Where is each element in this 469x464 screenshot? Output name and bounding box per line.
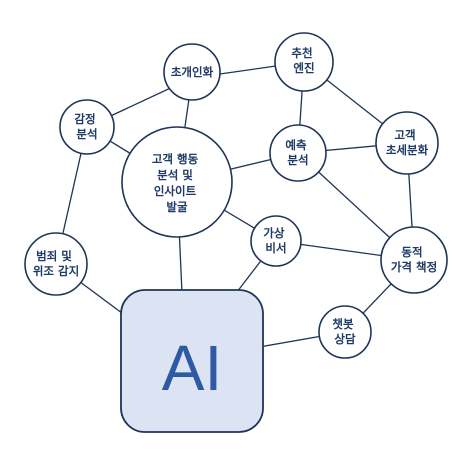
node-behavior-line-3: 인사이트 — [154, 184, 197, 198]
ai-hub-box — [120, 289, 264, 433]
node-prediction-line-1: 예측 — [285, 138, 307, 152]
node-fraud-label: 범죄 및 위조 감지 — [33, 249, 79, 278]
node-pricing-line-1: 동적 — [401, 245, 422, 259]
node-sentiment-label: 감정 분석 — [74, 112, 99, 141]
node-fraud-line-2: 위조 감지 — [33, 264, 79, 278]
node-segmentation: 고객 초세분화 — [375, 111, 439, 175]
node-sentiment-line-2: 분석 — [76, 127, 97, 141]
node-assistant-circle — [250, 215, 302, 267]
node-segmentation-circle — [375, 111, 439, 175]
node-assistant: 가상 비서 — [250, 215, 302, 267]
node-segmentation-label: 고객 초세분화 — [386, 128, 429, 157]
ai-hub-label: AI — [162, 332, 222, 404]
node-assistant-label: 가상 비서 — [263, 226, 288, 255]
node-prediction: 예측 분석 — [269, 124, 327, 182]
node-sentiment-circle — [59, 99, 115, 155]
node-personalization-circle — [163, 43, 221, 101]
node-recommendation-line-1: 추천 — [291, 46, 312, 60]
node-segmentation-line-1: 고객 — [394, 128, 415, 142]
node-chatbot-circle — [318, 305, 372, 359]
node-fraud: 범죄 및 위조 감지 — [24, 232, 88, 296]
node-sentiment-line-1: 감정 — [74, 112, 95, 126]
node-fraud-circle — [24, 232, 88, 296]
node-personalization-line-1: 초개인화 — [171, 65, 214, 79]
node-personalization: 초개인화 — [163, 43, 221, 101]
node-prediction-line-2: 분석 — [287, 153, 308, 167]
node-behavior: 고객 행동 분석 및 인사이트 발굴 — [121, 126, 233, 238]
node-prediction-circle — [269, 124, 327, 182]
node-behavior-line-4: 발굴 — [166, 200, 188, 214]
node-chatbot-label: 챗봇 상담 — [332, 317, 357, 346]
node-sentiment: 감정 분석 — [59, 99, 115, 155]
node-recommendation-circle — [274, 32, 334, 92]
node-personalization-label: 초개인화 — [171, 65, 214, 79]
node-pricing-label: 동적 가격 책정 — [391, 245, 437, 274]
node-chatbot: 챗봇 상담 — [318, 305, 372, 359]
node-pricing: 동적 가격 책정 — [380, 226, 448, 294]
node-pricing-line-2: 가격 책정 — [391, 260, 437, 274]
node-recommendation: 추천 엔진 — [274, 32, 334, 92]
ai-hub: AI — [120, 289, 264, 433]
node-behavior-label: 고객 행동 분석 및 인사이트 발굴 — [152, 152, 202, 214]
node-fraud-line-1: 범죄 및 — [36, 249, 72, 263]
node-behavior-circle — [121, 126, 233, 238]
node-chatbot-line-2: 상담 — [334, 332, 356, 346]
node-prediction-label: 예측 분석 — [285, 138, 310, 167]
node-assistant-line-2: 비서 — [265, 241, 286, 255]
node-pricing-circle — [380, 226, 448, 294]
node-behavior-line-2: 분석 및 — [157, 168, 193, 182]
node-segmentation-line-2: 초세분화 — [386, 143, 429, 157]
node-recommendation-label: 추천 엔진 — [291, 46, 316, 75]
node-assistant-line-1: 가상 — [263, 226, 285, 240]
node-behavior-line-1: 고객 행동 — [152, 152, 199, 166]
node-recommendation-line-2: 엔진 — [293, 61, 314, 75]
node-chatbot-line-1: 챗봇 — [332, 317, 354, 331]
